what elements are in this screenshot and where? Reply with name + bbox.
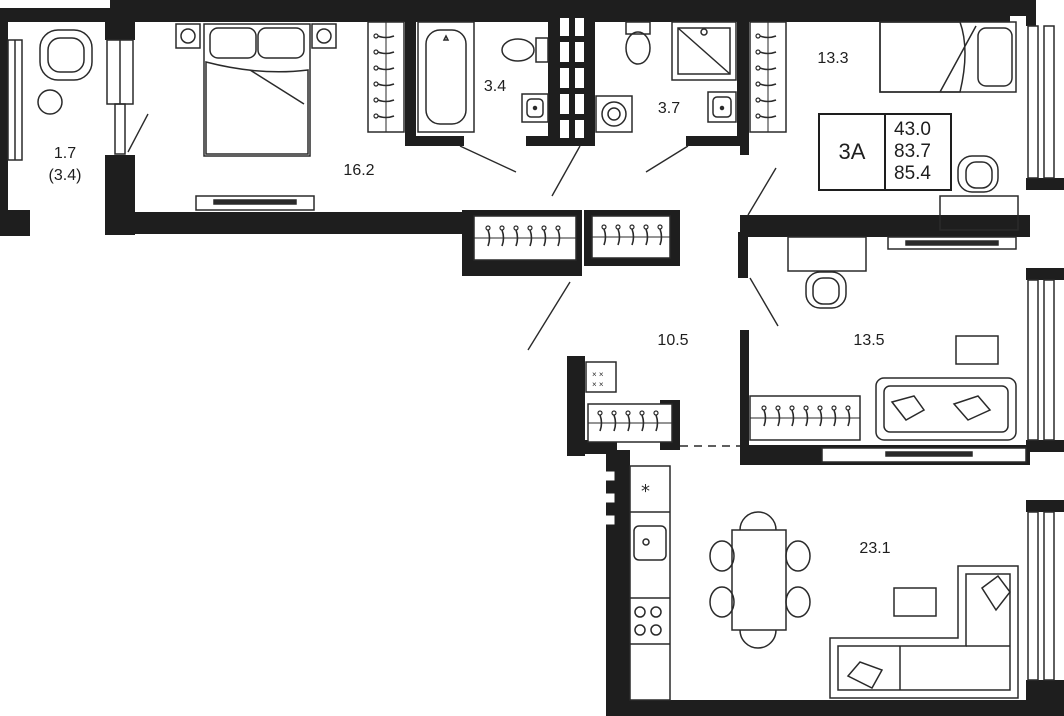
tv-unit-icon	[195, 195, 315, 211]
room-area-label: 3.4	[483, 78, 507, 95]
single-bed-icon	[879, 21, 1017, 93]
apartment-summary: 3А 43.0 83.7 85.4	[818, 113, 952, 191]
room-area-label: 10.5	[657, 332, 689, 349]
room-area-label: 3.7	[657, 100, 681, 117]
wardrobe-icon	[367, 21, 405, 133]
svg-text:*: *	[641, 481, 650, 502]
balcony-area-with-coefficient: (3.4)	[48, 167, 82, 184]
svg-text:× ×: × ×	[592, 380, 604, 389]
room-area-label: 13.5	[853, 332, 885, 349]
apartment-areas: 43.0 83.7 85.4	[886, 115, 950, 189]
room-area-label: 16.2	[343, 162, 375, 179]
balcony-area: 1.7	[53, 145, 77, 162]
room-area-label: 1.7 (3.4)	[40, 143, 90, 187]
room-area-label: 13.3	[817, 50, 849, 67]
corner-sofa-icon	[829, 565, 1019, 699]
kitchen-counter-icon: *	[629, 465, 671, 701]
double-bed-icon	[175, 23, 337, 157]
right-windows	[1027, 25, 1055, 681]
svg-text:× ×: × ×	[592, 370, 604, 379]
balcony-door	[106, 39, 134, 155]
shower-icon	[671, 21, 737, 81]
total-area: 83.7	[894, 141, 931, 162]
radiator-icon	[599, 471, 615, 525]
wardrobe-icon	[591, 215, 671, 259]
door-swings	[127, 113, 779, 447]
tv-unit-icon	[821, 447, 1027, 463]
sink-icon	[521, 93, 549, 123]
coffee-table-icon	[955, 335, 999, 365]
wardrobe-icon	[749, 395, 861, 441]
desk-icon	[939, 155, 1019, 231]
toilet-icon	[501, 37, 549, 63]
armchair-icon	[39, 29, 93, 81]
living-area: 43.0	[894, 119, 931, 140]
balcony-window	[7, 39, 23, 161]
shoe-rack-icon: × × × ×	[585, 361, 617, 393]
coffee-table-icon	[893, 587, 937, 617]
wardrobe-icon	[749, 21, 787, 133]
sink-icon	[707, 91, 737, 123]
wardrobe-icon	[473, 215, 577, 261]
bathtub-icon	[417, 21, 475, 133]
sofa-icon	[875, 377, 1017, 441]
wardrobe-icon	[587, 403, 673, 443]
total-area-with-balcony: 85.4	[894, 163, 931, 184]
side-table-icon	[37, 89, 63, 115]
tv-unit-icon	[887, 236, 1017, 250]
toilet-icon	[625, 21, 651, 65]
washing-machine-icon	[595, 95, 633, 133]
desk-icon	[787, 236, 867, 309]
dining-table-icon	[709, 511, 811, 649]
room-area-label: 23.1	[859, 540, 891, 557]
apartment-type-code: 3А	[820, 115, 886, 189]
